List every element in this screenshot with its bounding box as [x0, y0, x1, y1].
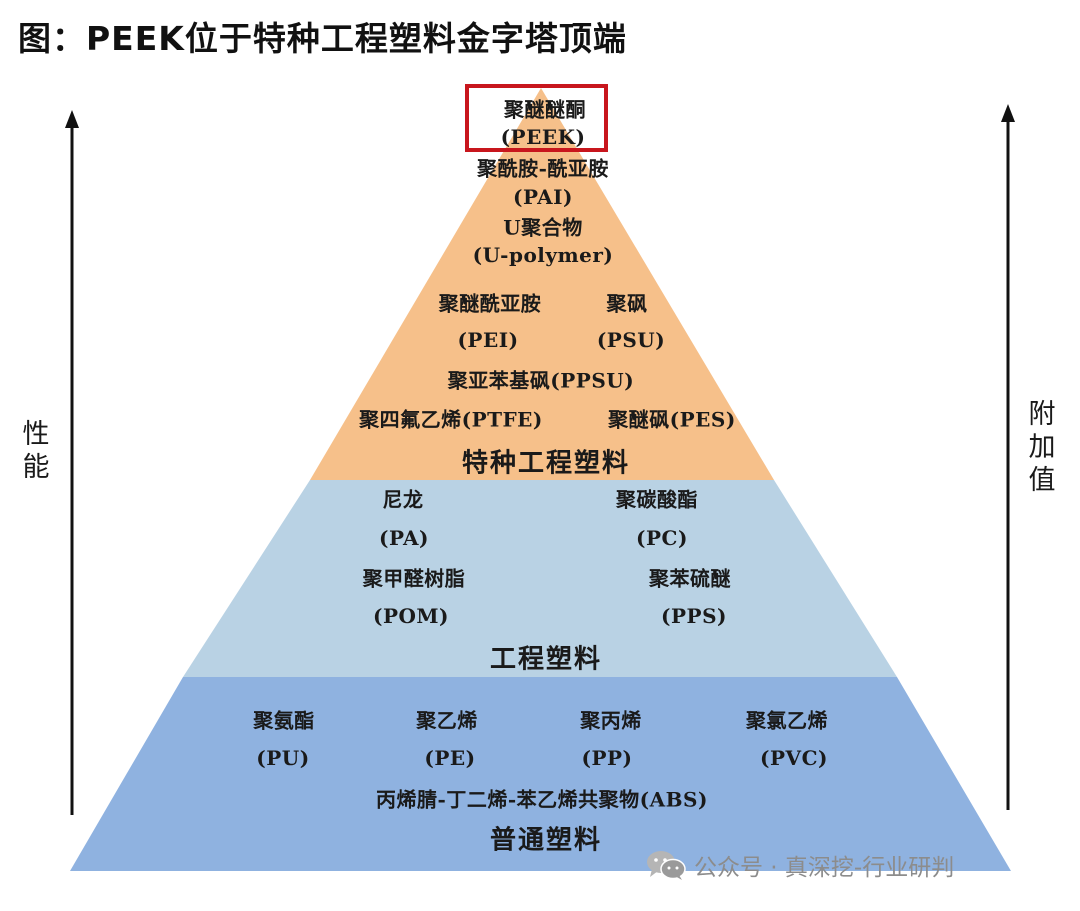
- page-title: 图：PEEK位于特种工程塑料金字塔顶端: [18, 19, 627, 58]
- watermark-text: 公众号 · 真深挖-行业研判: [694, 855, 955, 881]
- pa-name: 尼龙: [382, 487, 424, 512]
- pps-abbr: (PPS): [661, 604, 727, 628]
- wechat-icon: [647, 851, 686, 880]
- pe-abbr: (PE): [424, 746, 476, 770]
- general-plastics-tier: [70, 677, 1011, 871]
- pvc-name: 聚氯乙烯: [746, 708, 828, 733]
- abs-label: 丙烯腈-丁二烯-苯乙烯共聚物(ABS): [376, 787, 708, 812]
- pa-abbr: (PA): [378, 526, 430, 550]
- pom-abbr: (POM): [372, 604, 450, 628]
- pps-name: 聚苯硫醚: [649, 566, 731, 591]
- added-value-arrow-head: [1001, 104, 1015, 122]
- pp-abbr: (PP): [581, 746, 633, 770]
- pc-name: 聚碳酸酯: [616, 487, 698, 512]
- u-polymer-name: U聚合物: [503, 215, 583, 240]
- watermark: 公众号 · 真深挖-行业研判: [646, 848, 954, 882]
- pe-name: 聚乙烯: [416, 708, 478, 733]
- pu-abbr: (PU): [256, 746, 310, 770]
- peek-abbr: (PEEK): [500, 125, 586, 149]
- pei-name: 聚醚酰亚胺: [438, 291, 542, 316]
- special-engineering-plastics-tier: [310, 88, 774, 480]
- pei-abbr: (PEI): [457, 328, 519, 352]
- pu-name: 聚氨酯: [253, 708, 315, 733]
- pc-abbr: (PC): [636, 526, 688, 550]
- engineering-plastics-tier: [183, 480, 897, 677]
- pes-label: 聚醚砜(PES): [608, 407, 736, 432]
- pom-name: 聚甲醛树脂: [362, 566, 466, 591]
- performance-axis-label: 性能: [22, 419, 50, 483]
- general-tier-name: 普通塑料: [489, 825, 603, 856]
- pai-name: 聚酰胺-酰亚胺: [477, 156, 609, 181]
- pp-name: 聚丙烯: [580, 708, 642, 733]
- pvc-abbr: (PVC): [760, 746, 828, 770]
- u-polymer-abbr: (U-polymer): [472, 243, 614, 267]
- ptfe-label: 聚四氟乙烯(PTFE): [359, 407, 543, 432]
- engineering-tier-name: 工程塑料: [489, 644, 603, 675]
- psu-name: 聚砜: [606, 291, 648, 316]
- performance-arrow-head: [65, 110, 79, 128]
- ppsu-label: 聚亚苯基砜(PPSU): [447, 368, 635, 393]
- pai-abbr: (PAI): [513, 185, 573, 209]
- added-value-axis-label: 附加值: [1028, 399, 1056, 496]
- psu-abbr: (PSU): [596, 328, 666, 352]
- peek-highlight-box: [465, 84, 608, 152]
- special-tier-name: 特种工程塑料: [461, 448, 631, 479]
- peek-name: 聚醚醚酮: [504, 97, 586, 122]
